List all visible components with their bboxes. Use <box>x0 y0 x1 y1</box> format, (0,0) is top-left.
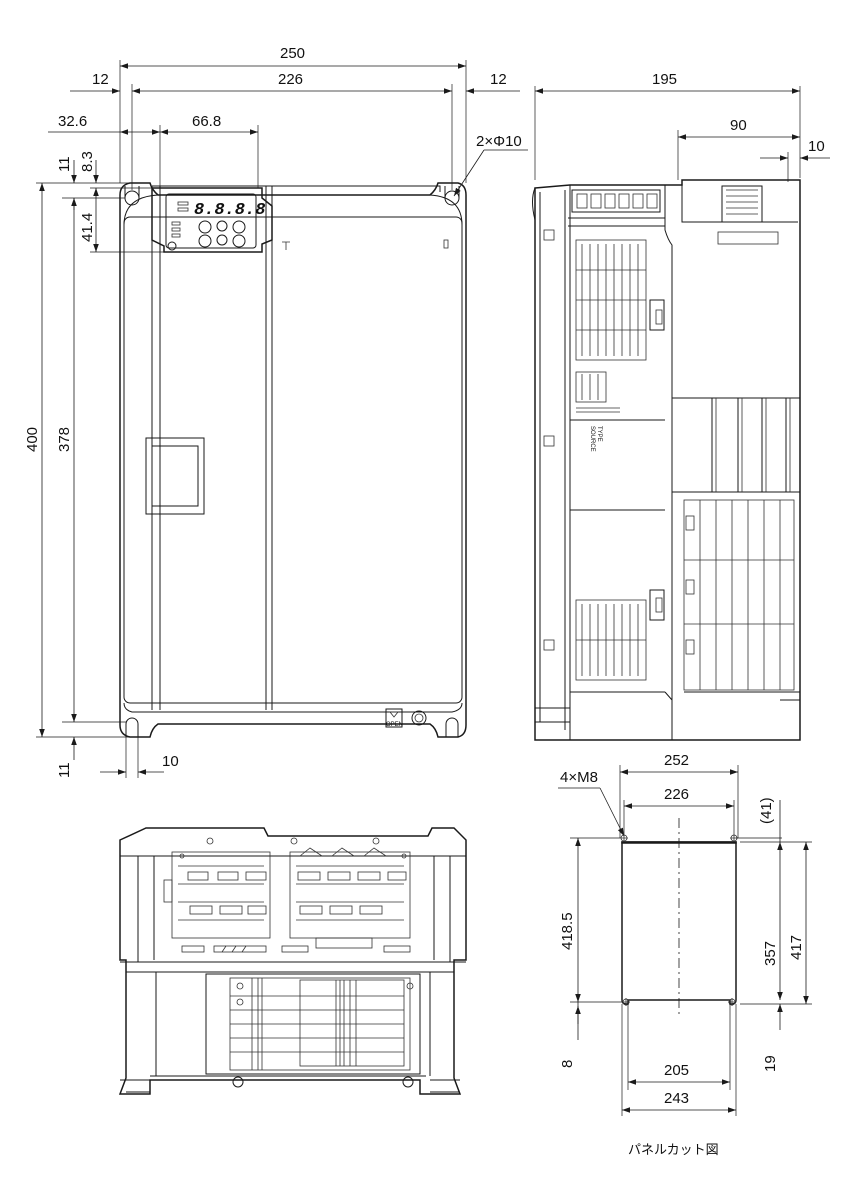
dim-top-11: 11 <box>56 156 73 172</box>
front-screw-icon <box>411 710 427 726</box>
dim-screw: 4×M8 <box>560 769 598 786</box>
side-vents-upper <box>575 239 647 413</box>
keypad-panel: 8.8.8.8 <box>151 187 273 253</box>
dim-cut-418-5: 418.5 <box>559 912 576 950</box>
bottom-view <box>118 827 467 1095</box>
dim-hole-dia: 2×Φ10 <box>476 133 522 150</box>
label-source: SOURCE <box>589 426 595 452</box>
key-down-icon <box>216 234 228 246</box>
dim-cut-417: 417 <box>788 935 805 960</box>
dim-right-12: 12 <box>490 71 507 88</box>
front-view: 8.8.8.8 OPEN 250 <box>24 45 528 778</box>
bottom-grille <box>205 973 421 1088</box>
side-view: TYPE SOURCE 195 90 <box>532 71 830 741</box>
dim-left-12: 12 <box>92 71 109 88</box>
dim-cut-252: 252 <box>664 752 689 769</box>
dim-cut-19: 19 <box>762 1055 779 1072</box>
dim-cut-41: (41) <box>758 797 775 824</box>
dim-depth-90: 90 <box>730 117 747 134</box>
dim-width-250: 250 <box>280 45 305 62</box>
bottom-left-slot <box>125 717 139 737</box>
top-left-hole <box>124 190 140 206</box>
heatsink-fins <box>672 397 800 691</box>
dim-41-4: 41.4 <box>79 213 96 242</box>
side-outline <box>534 179 801 741</box>
dim-cut-357: 357 <box>762 941 779 966</box>
dim-height-378: 378 <box>56 427 73 452</box>
dim-cut-205: 205 <box>664 1062 689 1079</box>
dim-32-6: 32.6 <box>58 113 87 130</box>
front-window <box>145 437 205 515</box>
key-stop-icon <box>232 220 246 234</box>
dim-cut-8: 8 <box>559 1060 576 1068</box>
key-up-icon <box>216 220 228 232</box>
svg-text:OPEN: OPEN <box>386 722 403 728</box>
dim-cut-226: 226 <box>664 786 689 803</box>
panel-cut-caption: パネルカット図 <box>628 1142 719 1157</box>
dim-height-400: 400 <box>24 427 41 452</box>
dim-8-3: 8.3 <box>79 151 96 172</box>
dim-66-8: 66.8 <box>192 113 221 130</box>
dim-depth-10: 10 <box>808 138 825 155</box>
display-digits: 8.8.8.8 <box>194 201 265 220</box>
dim-width-226: 226 <box>278 71 303 88</box>
label-type: TYPE <box>596 426 602 442</box>
open-label <box>385 708 403 728</box>
key-func-icon <box>232 234 246 248</box>
front-flange-outline <box>119 182 467 738</box>
dim-cut-243: 243 <box>664 1090 689 1107</box>
dim-depth-195: 195 <box>652 71 677 88</box>
dim-slot-10: 10 <box>162 753 179 770</box>
panel-cut: 252 226 4×M8 418.5 8 357 417 (41) 19 <box>558 752 812 1157</box>
key-run-icon <box>198 234 212 248</box>
dim-bottom-11: 11 <box>56 762 73 778</box>
bottom-right-slot <box>445 717 459 737</box>
top-right-hole <box>444 190 460 206</box>
key-prg-icon <box>198 220 212 234</box>
